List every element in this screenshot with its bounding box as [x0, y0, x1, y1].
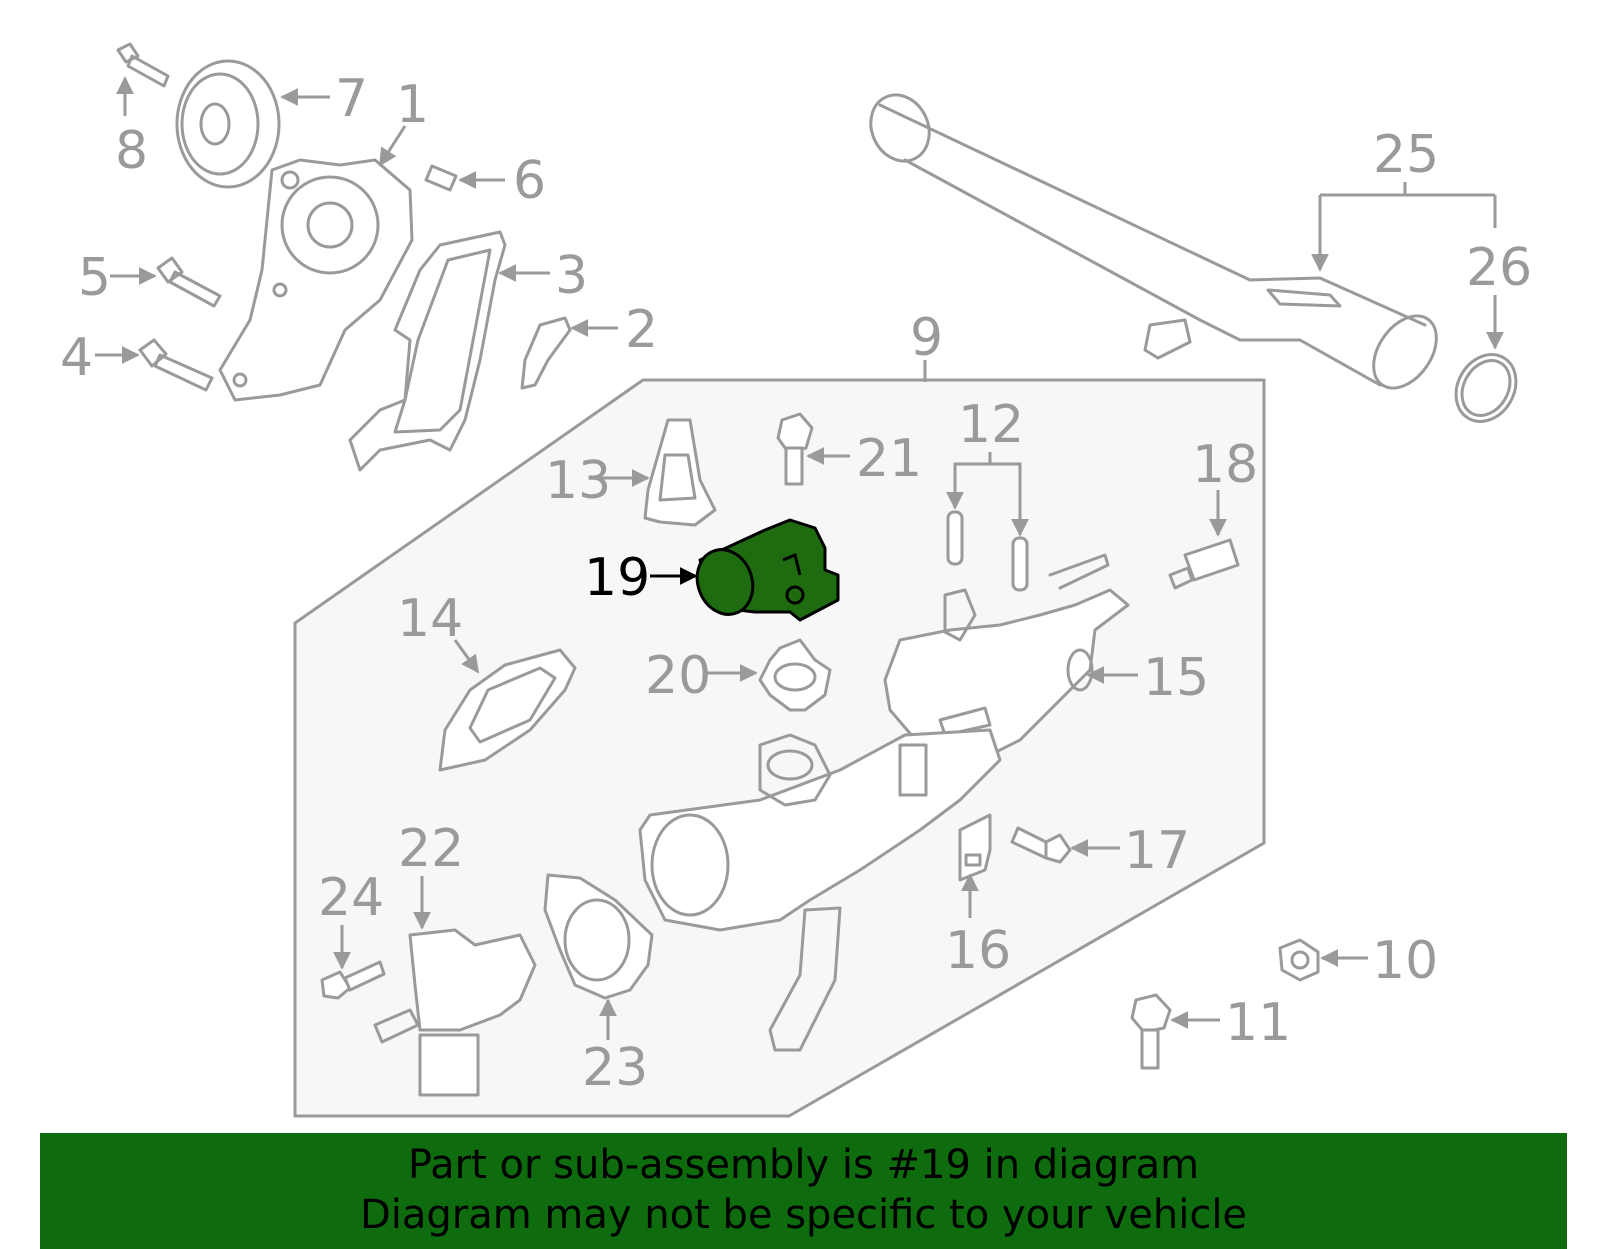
o-ring-26 — [1454, 353, 1518, 423]
callout-11: 11 — [1225, 993, 1291, 1053]
sensor-18 — [1168, 538, 1240, 590]
callout-12: 12 — [958, 395, 1024, 455]
callout-5: 5 — [78, 248, 111, 308]
callout-22: 22 — [398, 819, 464, 879]
thermostat-housing-22 — [373, 928, 537, 1097]
pins-12 — [946, 510, 1029, 592]
bolt-24 — [320, 960, 386, 1000]
callout-26: 26 — [1466, 238, 1532, 298]
callout-15: 15 — [1143, 648, 1209, 708]
callout-21: 21 — [856, 429, 922, 489]
bolt-11 — [1130, 993, 1172, 1070]
housing-9 — [638, 728, 1002, 1052]
gasket-2 — [520, 316, 572, 390]
callout-25: 25 — [1373, 125, 1439, 185]
callout-3: 3 — [555, 246, 588, 306]
callout-20: 20 — [645, 646, 711, 706]
banner-line-2: Diagram may not be specific to your vehi… — [359, 1192, 1248, 1238]
callout-4: 4 — [60, 328, 93, 388]
gasket-23 — [543, 873, 654, 1000]
callout-24: 24 — [318, 868, 384, 928]
callout-9: 9 — [910, 308, 943, 368]
callout-14: 14 — [397, 589, 463, 649]
banner-line-1: Part or sub-assembly is #19 in diagram — [407, 1142, 1200, 1188]
pipe-25 — [869, 93, 1438, 390]
pin-6 — [424, 164, 458, 192]
leader-lines — [95, 76, 1504, 1040]
callout-13: 13 — [545, 451, 611, 511]
callout-19: 19 — [584, 548, 650, 608]
callout-2: 2 — [625, 300, 658, 360]
pulley-7 — [175, 59, 281, 189]
callout-16: 16 — [945, 921, 1011, 981]
info-banner: Part or sub-assembly is #19 in diagram D… — [40, 1133, 1567, 1249]
elbow-19-highlighted — [695, 518, 840, 622]
callout-8: 8 — [115, 121, 148, 181]
gasket-14 — [438, 648, 577, 772]
bolt-5 — [156, 256, 222, 308]
water-pump-1 — [218, 158, 414, 402]
callout-7: 7 — [335, 69, 368, 129]
callout-23: 23 — [582, 1038, 648, 1098]
bolt-21 — [776, 412, 814, 486]
gasket-13 — [643, 418, 717, 527]
callout-6: 6 — [513, 151, 546, 211]
gasket-3 — [348, 230, 507, 472]
bracket-16 — [958, 813, 992, 882]
callout-17: 17 — [1124, 821, 1190, 881]
bolt-8 — [116, 42, 170, 88]
bolt-4 — [138, 338, 214, 392]
callout-10: 10 — [1372, 931, 1438, 991]
callout-18: 18 — [1192, 435, 1258, 495]
gasket-20 — [758, 638, 832, 712]
callout-1: 1 — [396, 75, 429, 135]
bolt-17 — [1010, 826, 1072, 864]
nut-10 — [1278, 938, 1320, 982]
